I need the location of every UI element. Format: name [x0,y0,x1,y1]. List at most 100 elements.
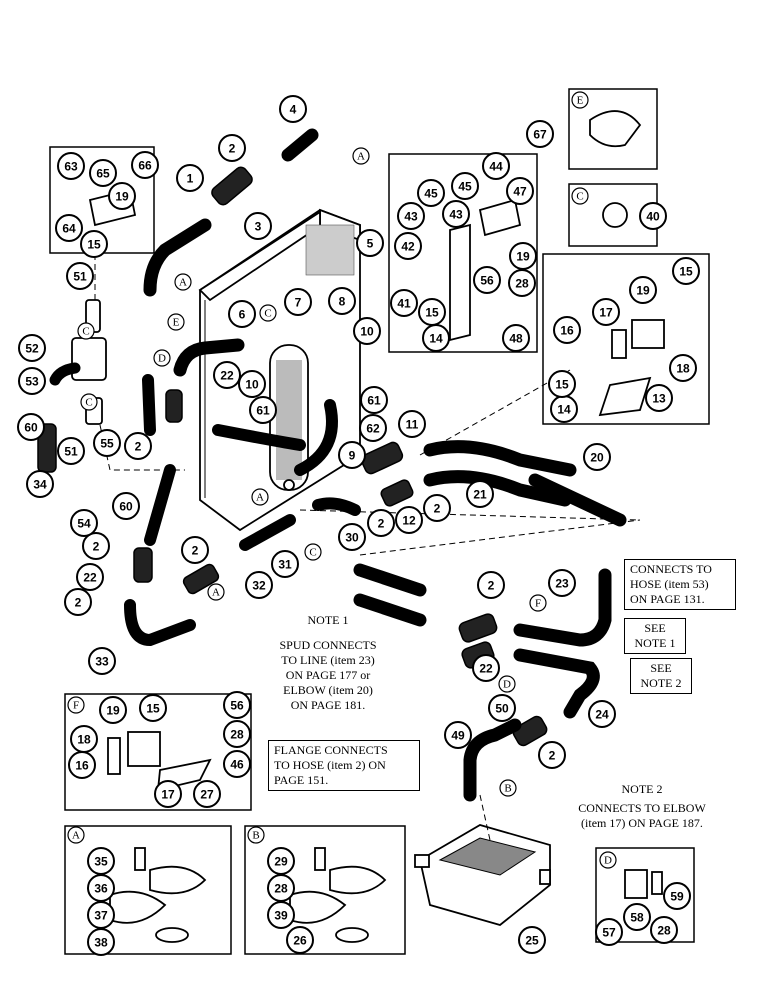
ref-label: A [179,277,187,289]
callout-31: 31 [271,550,299,578]
callout-label: 66 [138,159,152,173]
see-note-2-line: SEE [650,661,672,675]
callout-label: 14 [429,332,443,346]
note-1-line: ON PAGE 177 or [285,668,371,682]
callout-2: 2 [538,741,566,769]
callout-51: 51 [57,437,85,465]
callout-3: 3 [244,212,272,240]
callout-67: 67 [526,120,554,148]
callout-16: 16 [553,316,581,344]
callout-label: 44 [489,160,503,174]
hose-50 [512,715,548,747]
hose-11 [360,441,404,475]
callout-33: 33 [88,647,116,675]
callout-label: 56 [480,274,494,288]
callout-label: 23 [555,577,569,591]
hose-22a [165,389,183,423]
callout-19: 19 [99,696,127,724]
callout-label: 10 [245,378,259,392]
callout-22: 22 [472,654,500,682]
callout-label: 7 [295,296,302,310]
callout-10: 10 [353,317,381,345]
callout-label: 24 [595,708,609,722]
callout-label: 22 [83,571,97,585]
callout-label: 9 [349,449,356,463]
callout-65: 65 [89,159,117,187]
callout-label: 15 [87,238,101,252]
callout-56: 56 [473,266,501,294]
callout-label: 67 [533,128,547,142]
tubes [124,128,627,802]
callout-13: 13 [645,384,673,412]
callout-label: 2 [93,540,100,554]
callout-label: 50 [495,702,509,716]
ref-label: E [577,95,584,107]
callout-label: 59 [670,890,684,904]
callout-label: 36 [94,882,108,896]
callout-label: 2 [229,142,236,156]
callout-label: 65 [96,167,110,181]
callout-label: 6 [239,308,246,322]
note-1-line: ON PAGE 181. [290,698,366,712]
ref-label: C [85,397,92,409]
callout-label: 25 [525,934,539,948]
callout-label: 27 [200,788,214,802]
callout-15: 15 [672,257,700,285]
callout-label: 19 [516,250,530,264]
callout-label: 16 [560,324,574,338]
callout-28: 28 [508,269,536,297]
callout-label: 53 [25,375,39,389]
callout-15: 15 [139,694,167,722]
callout-label: 35 [94,855,108,869]
callout-15: 15 [548,370,576,398]
callout-label: 2 [75,596,82,610]
callout-label: 43 [449,208,463,222]
callout-2: 2 [477,571,505,599]
callout-44: 44 [482,152,510,180]
callout-label: 2 [135,440,142,454]
callout-39: 39 [267,901,295,929]
callout-2: 2 [218,134,246,162]
callout-label: 45 [424,187,438,201]
connects-line: ON PAGE 131. [630,592,705,606]
control-valve-block [414,824,551,926]
flange-line: PAGE 151. [274,773,329,787]
ref-E: E [571,91,589,109]
callout-29: 29 [267,847,295,875]
callout-63: 63 [57,152,85,180]
callout-30: 30 [338,523,366,551]
callout-8: 8 [328,287,356,315]
callout-37: 37 [87,901,115,929]
callout-label: 30 [345,531,359,545]
callout-54: 54 [70,509,98,537]
callout-label: 55 [100,437,114,451]
callout-label: 15 [425,306,439,320]
hose-61 [212,424,306,451]
callout-66: 66 [131,151,159,179]
callout-41: 41 [390,289,418,317]
note-1: NOTE 1 SPUD CONNECTS TO LINE (item 23) O… [262,613,394,713]
callout-47: 47 [506,177,534,205]
connects-line: HOSE (item 53) [630,577,709,591]
callout-label: 29 [274,855,288,869]
callout-6: 6 [228,300,256,328]
callout-36: 36 [87,874,115,902]
callout-4: 4 [279,95,307,123]
ref-C: C [259,304,277,322]
ref-label: E [173,317,180,329]
see-note-1-line: SEE [644,621,666,635]
callout-24: 24 [588,700,616,728]
callout-label: 15 [555,378,569,392]
callout-label: 60 [24,421,38,435]
callout-17: 17 [154,780,182,808]
callout-label: 12 [402,514,416,528]
callout-5: 5 [356,229,384,257]
ref-label: B [252,830,259,842]
callout-38: 38 [87,928,115,956]
ref-A: A [67,826,85,844]
flange-connects-box: FLANGE CONNECTS TO HOSE (item 2) ON PAGE… [268,740,420,791]
ref-C: C [80,393,98,411]
see-note-2-line: NOTE 2 [640,676,682,690]
callout-label: 57 [602,926,616,940]
callout-label: 31 [278,558,292,572]
